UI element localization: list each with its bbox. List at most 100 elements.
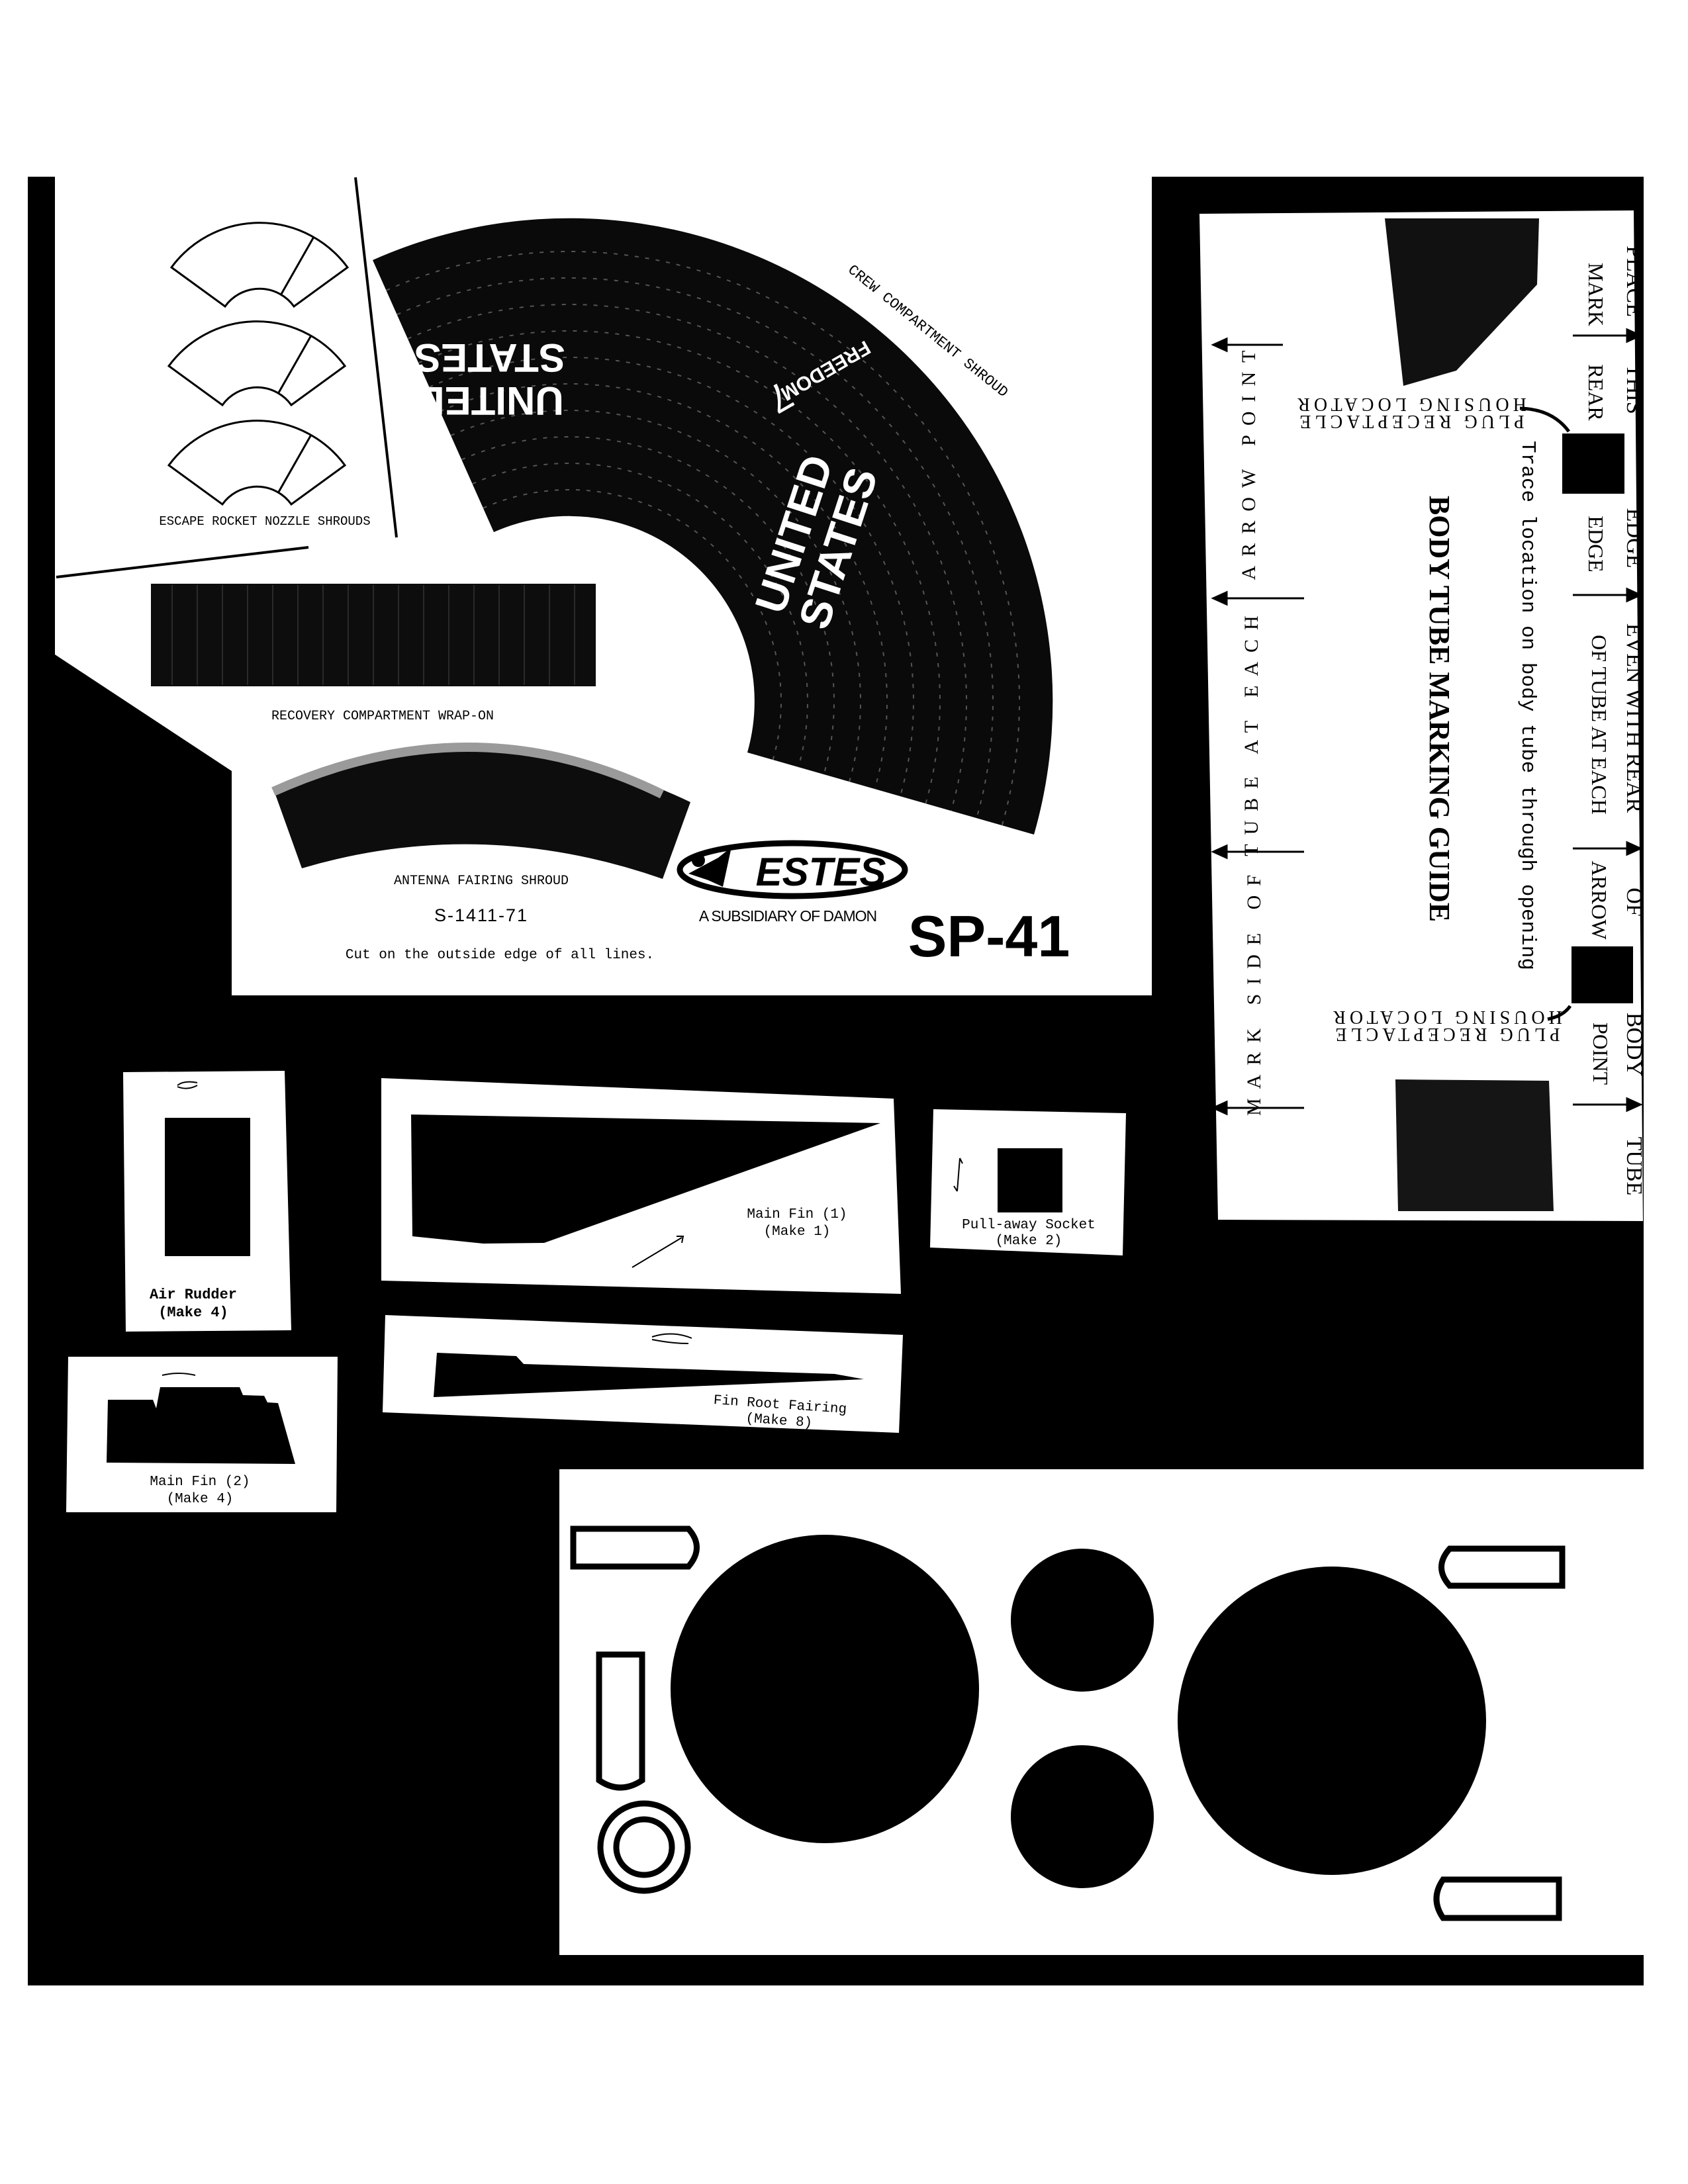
large-disk: [671, 1535, 979, 1843]
guide-instruction-word: EDGE: [1584, 516, 1608, 572]
pull-away-socket-part: Pull-away Socket (Make 2): [930, 1109, 1126, 1255]
recovery-wrap-label: RECOVERY COMPARTMENT WRAP-ON: [271, 709, 494, 724]
kit-number: SP-41: [908, 903, 1070, 969]
sheet-overlap-edge: [354, 177, 398, 538]
guide-instruction-word: REAR: [1584, 364, 1608, 421]
main-fin-1-part: Main Fin (1) (Make 1): [381, 1078, 901, 1294]
pointer-arrow-icon: [1519, 406, 1571, 433]
escape-nozzle-shroud: [169, 222, 350, 308]
air-rudder-part: Air Rudder (Make 4): [123, 1071, 291, 1332]
sheet-overlap-edge: [56, 546, 309, 578]
shroud-panel-line: [407, 304, 967, 811]
grain-arrow-icon: [651, 1333, 692, 1344]
guide-instruction-word: OF: [1622, 887, 1646, 916]
grain-arrow-icon: [953, 1158, 963, 1192]
air-rudder-shape: [165, 1118, 250, 1256]
plug-locator-label: HOUSING LOCATOR: [1293, 394, 1526, 414]
escape-nozzle-shroud: [167, 320, 347, 407]
part-number: S-1411-71: [434, 905, 528, 925]
shroud-panel-line: [397, 277, 994, 819]
rocket-icon: [688, 847, 731, 887]
subsidiary-text: A SUBSIDIARY OF DAMON: [699, 907, 876, 925]
printed-band-bottom: [1395, 1079, 1554, 1211]
shroud-lettering: UNITED: [416, 379, 563, 423]
guide-instruction-word: OF TUBE AT EACH: [1587, 635, 1611, 815]
printed-band-top: [1385, 218, 1539, 386]
part-name: Main Fin (2): [150, 1475, 250, 1490]
part-quantity: (Make 2): [996, 1234, 1062, 1249]
part-name: Main Fin (1): [747, 1207, 847, 1222]
grain-arrow-icon: [177, 1081, 198, 1089]
main-fin-1-shape: [411, 1115, 880, 1244]
arrow-right-icon: [1626, 328, 1643, 343]
main-fin-2-part: Main Fin (2) (Make 4): [66, 1357, 338, 1512]
small-disk: [1011, 1549, 1154, 1692]
grain-arrow-icon: [632, 1236, 684, 1268]
estes-logo: ESTES: [677, 840, 908, 899]
part-name: Air Rudder: [150, 1287, 237, 1303]
part-quantity: (Make 4): [158, 1304, 228, 1321]
guide-instruction-word: TUBE AT EACH: [1241, 606, 1262, 856]
crew-compartment-shroud: UNITED STATES UNITED STATES FREEDOM 7: [373, 218, 1053, 835]
tab-outline: [596, 1651, 645, 1791]
part-quantity: (Make 1): [764, 1224, 831, 1240]
centering-rings-sheet: [559, 1469, 1644, 1955]
guide-instruction-word: ARROW: [1587, 860, 1611, 940]
guide-instruction-word: BODY: [1622, 1013, 1646, 1076]
shroud-panel-line: [440, 383, 888, 790]
plug-locator-opening: [1571, 946, 1633, 1003]
guide-instruction-word: POINT: [1589, 1023, 1613, 1085]
antenna-shroud-halftone-edge: [271, 743, 665, 799]
arrow-right-icon: [1626, 841, 1643, 856]
fin-root-fairing-shape: [434, 1353, 864, 1397]
arrow-left-icon: [1211, 1100, 1228, 1116]
antenna-fairing-shroud: [273, 747, 690, 879]
tab-outline: [1433, 1876, 1562, 1921]
guide-title: BODY TUBE MARKING GUIDE: [1423, 496, 1456, 922]
shroud-panel-line: [429, 357, 914, 797]
guide-instruction-word: ARROW POINT: [1238, 341, 1260, 580]
escape-nozzle-shroud: [167, 420, 347, 506]
cut-instruction: Cut on the outside edge of all lines.: [346, 948, 654, 963]
trace-note: Trace location on body tube through open…: [1516, 441, 1539, 970]
arrow-left-icon: [1211, 337, 1228, 353]
plug-locator-label: PLUG RECEPTACLE: [1295, 411, 1524, 432]
large-disk: [1178, 1567, 1486, 1875]
small-disk: [1011, 1745, 1154, 1888]
guide-instruction-word: MARK SIDE OF: [1243, 866, 1265, 1116]
shroud-lettering: STATES: [414, 336, 565, 380]
arrow-right-icon: [1626, 587, 1643, 603]
antenna-shroud-label: ANTENNA FAIRING SHROUD: [394, 874, 569, 889]
guide-instruction-word: PLACE: [1622, 246, 1646, 317]
arrow-left-icon: [1211, 844, 1228, 860]
shroud-panel-line: [386, 251, 1020, 826]
guide-instruction-word: MARK: [1584, 263, 1608, 326]
tab-outline: [1438, 1545, 1566, 1589]
main-fin-2-shape: [107, 1387, 295, 1464]
escape-shroud-label: ESCAPE ROCKET NOZZLE SHROUDS: [159, 514, 370, 529]
plug-locator-label: HOUSING LOCATOR: [1329, 1007, 1562, 1027]
fin-root-fairing-part: Fin Root Fairing (Make 8): [383, 1315, 903, 1433]
guide-instruction-word: EVEN WITH REAR: [1622, 623, 1646, 813]
plug-locator-label: PLUG RECEPTACLE: [1331, 1024, 1560, 1044]
guide-instruction-word: TUBE: [1622, 1137, 1646, 1196]
arrow-left-icon: [1211, 590, 1228, 606]
tab-outline: [570, 1525, 700, 1570]
pull-away-socket-shape: [998, 1148, 1062, 1212]
grain-arrow-icon: [162, 1373, 196, 1376]
ring-outline: [597, 1800, 691, 1894]
shroud-panel-line: [461, 436, 835, 775]
part-quantity: (Make 4): [167, 1492, 234, 1507]
shroud-panel-line: [450, 410, 861, 782]
plug-locator-opening: [1562, 433, 1624, 494]
shroud-panel-line: [472, 463, 808, 768]
body-tube-marking-guide: PLACE THIS EDGE EVEN WITH REAR OF BODY T…: [1199, 210, 1646, 1221]
ring-outline: [613, 1816, 675, 1878]
guide-instruction-word: EDGE: [1622, 508, 1646, 569]
pattern-sheet: ESCAPE ROCKET NOZZLE SHROUDS UNITED STAT…: [55, 177, 1152, 995]
estes-logo-text: ESTES: [756, 850, 886, 894]
guide-instruction-word: THIS: [1622, 364, 1646, 414]
arrow-right-icon: [1626, 1097, 1643, 1113]
pointer-arrow-icon: [1547, 1005, 1572, 1021]
